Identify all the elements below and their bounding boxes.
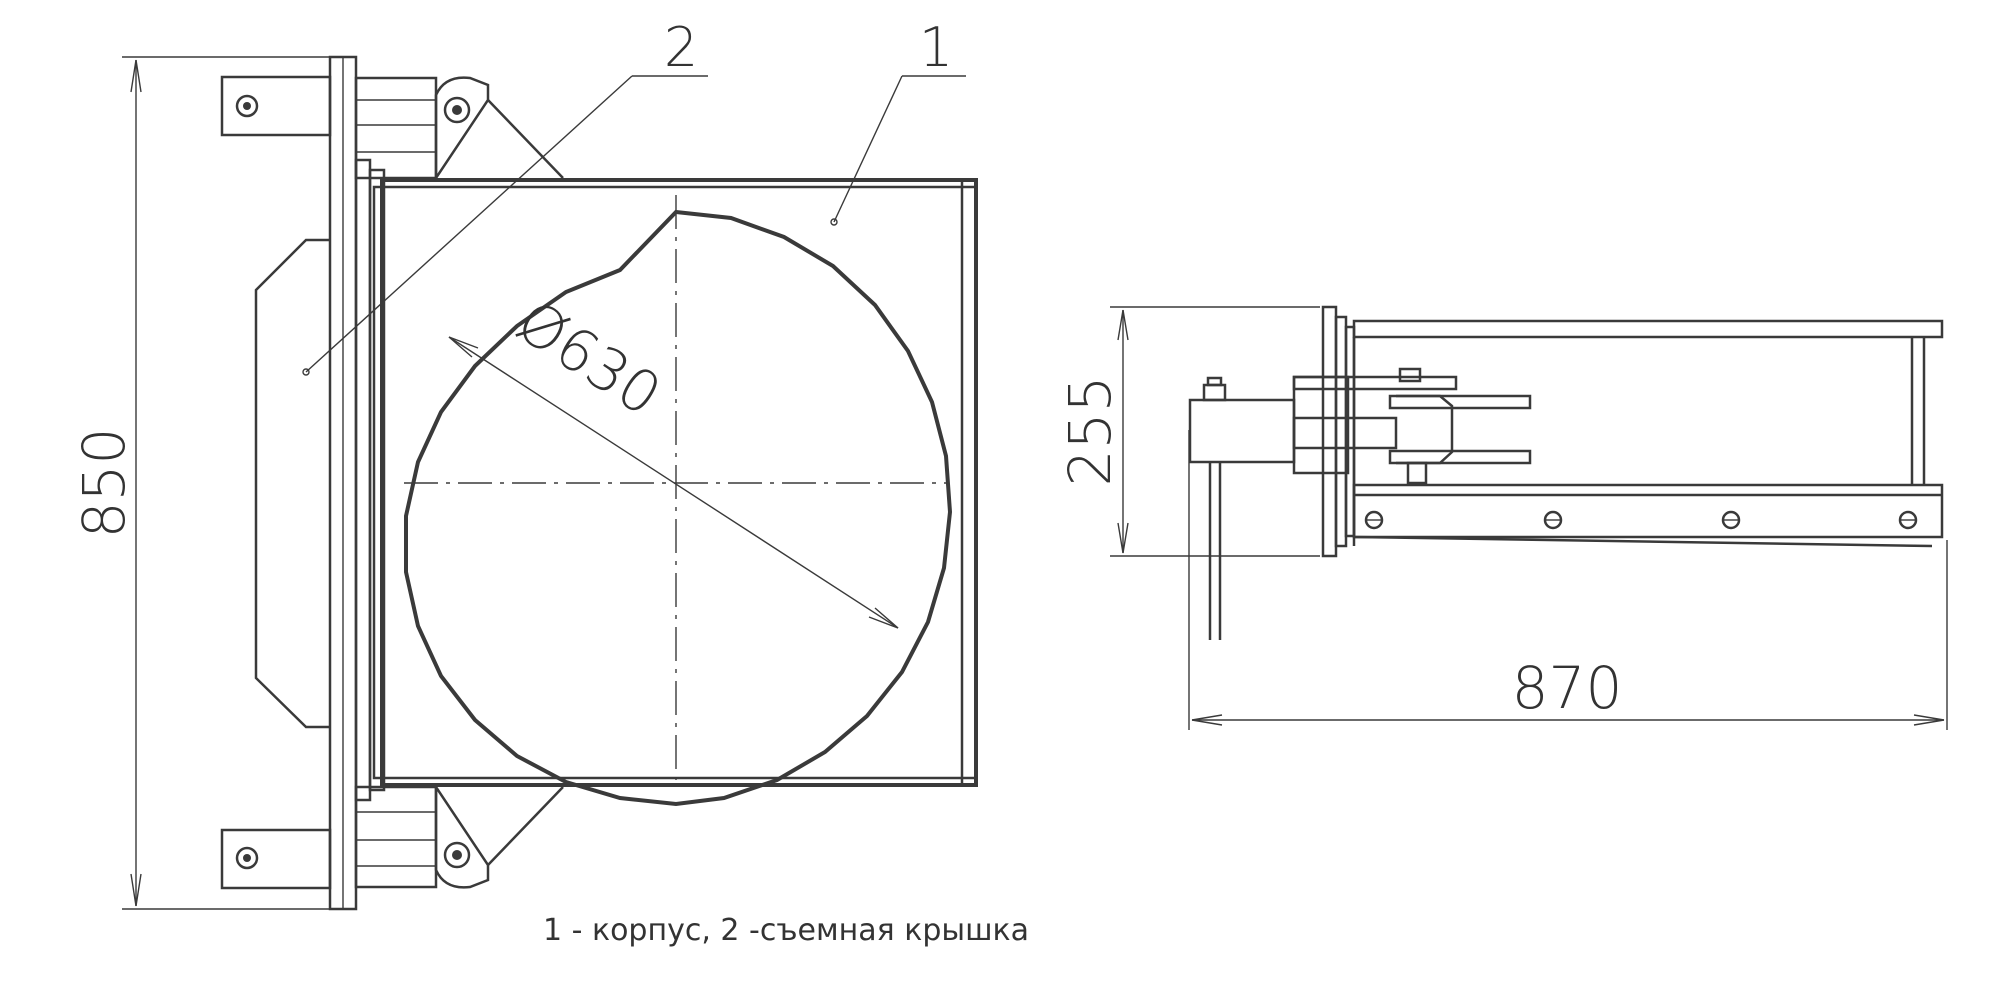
removable-cover: [254, 158, 386, 802]
dimension-label-850: 850: [70, 428, 138, 539]
bottom-channel: [1352, 483, 1944, 548]
legend-caption: 1 - корпус, 2 -съемная крышка: [543, 913, 1029, 948]
dimension-850: 850: [70, 56, 340, 910]
mounting-flange: [328, 55, 358, 911]
dimension-label-diameter: Ø630: [505, 287, 673, 429]
dimension-255: 255: [1056, 306, 1320, 557]
callout-cover: 2: [302, 16, 708, 376]
callout-label-2: 2: [664, 16, 698, 79]
hinge-mechanism: [1188, 367, 1532, 640]
side-flange: [1321, 305, 1356, 558]
dimension-diameter: Ø630: [448, 287, 899, 629]
dimension-label-870: 870: [1512, 654, 1623, 722]
callout-body: 1: [830, 16, 966, 226]
circular-opening: [404, 195, 953, 807]
top-bracket: [220, 75, 564, 183]
body-frame: [372, 178, 978, 787]
callout-label-1: 1: [919, 16, 953, 79]
dimension-label-255: 255: [1056, 376, 1124, 487]
dimension-870: 870: [1188, 430, 1948, 730]
side-view: 255 870: [1056, 305, 1948, 730]
front-view: 850: [70, 16, 978, 911]
top-rail: [1352, 319, 1944, 546]
bottom-bracket: [220, 782, 564, 890]
